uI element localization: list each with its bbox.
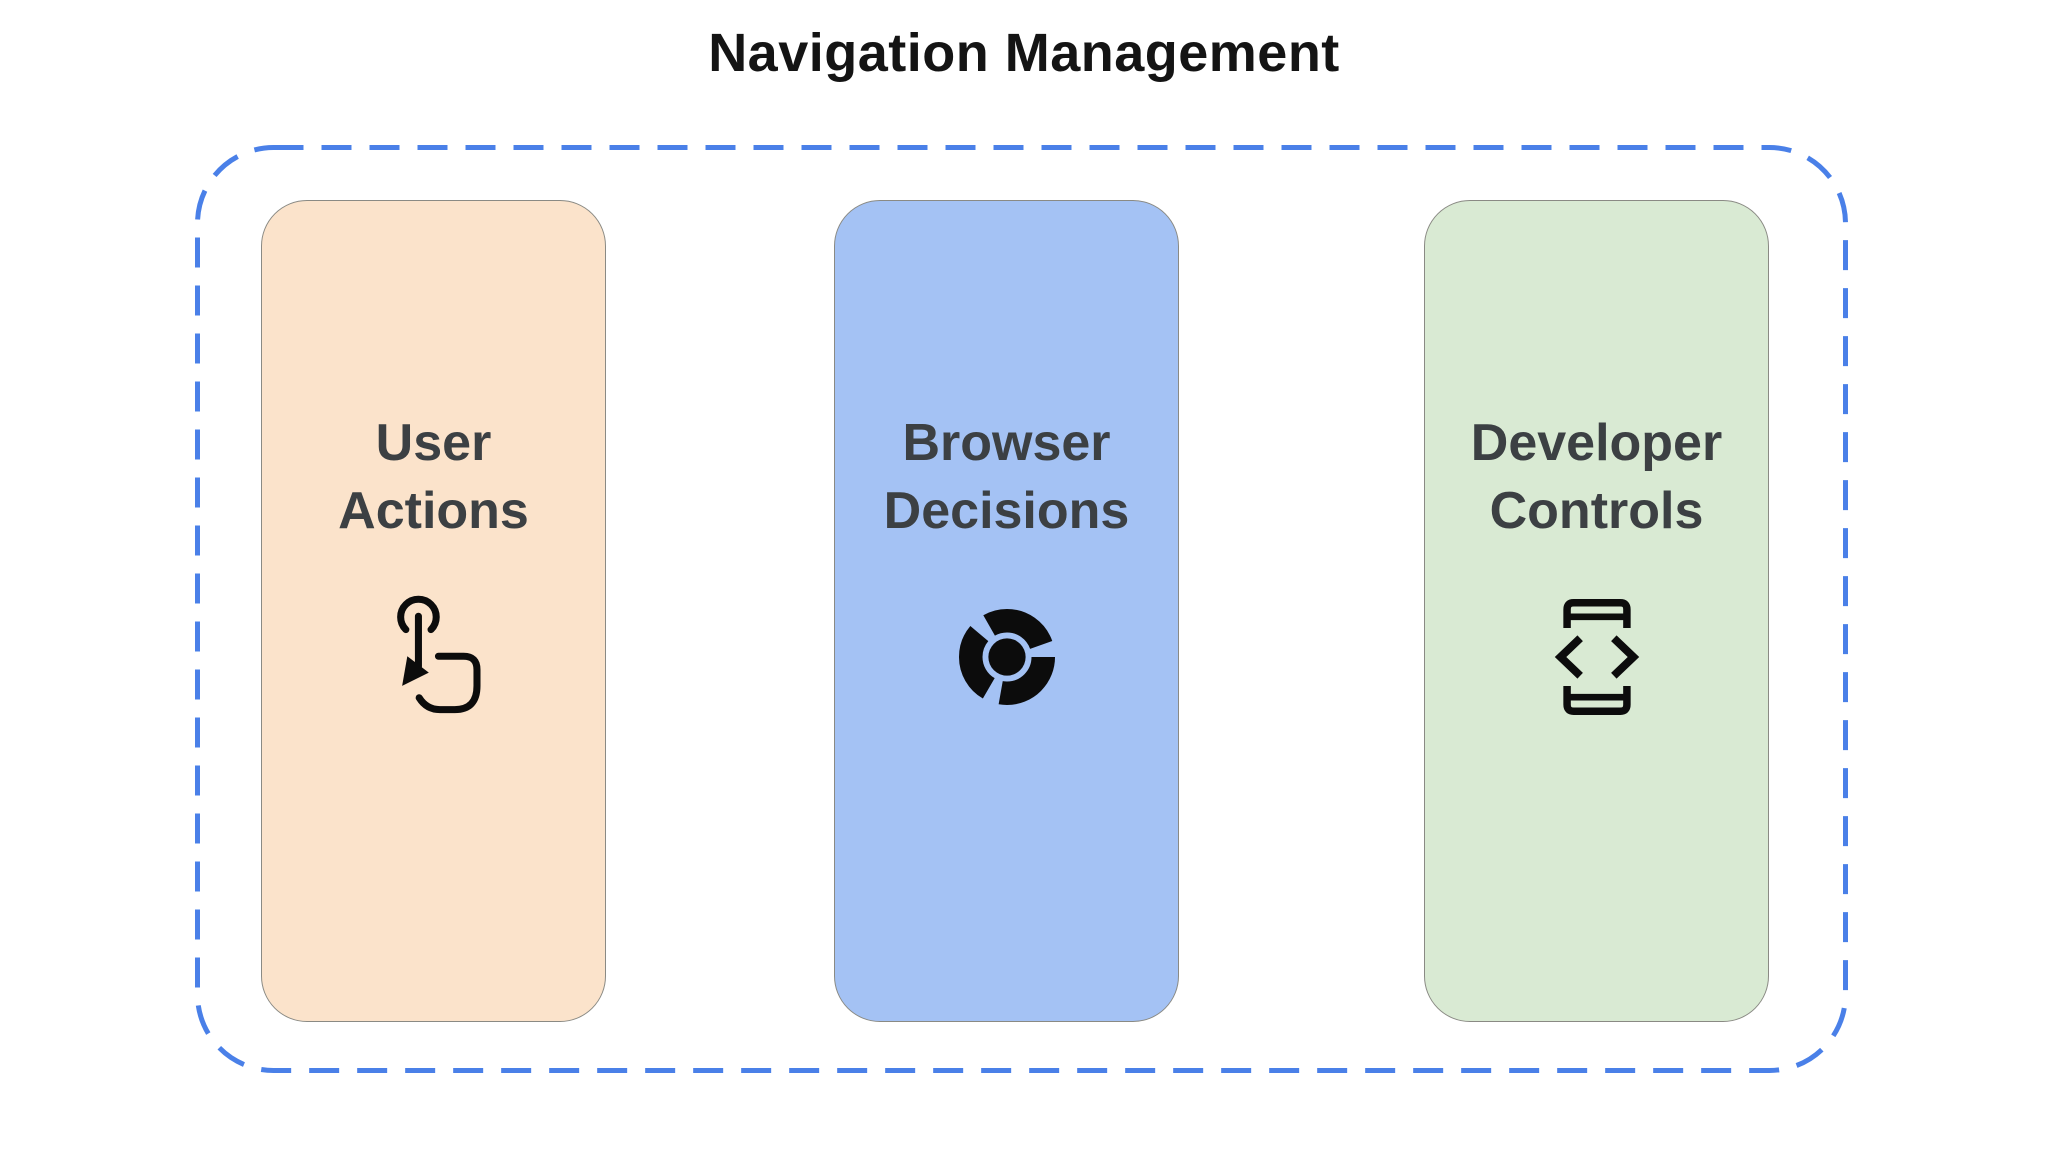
developer-mode-icon <box>1554 591 1640 723</box>
tap-gesture-icon <box>382 591 486 723</box>
dashed-border <box>195 145 1848 1073</box>
card-developer-controls: Developer Controls <box>1424 200 1769 1022</box>
card-label: Developer Controls <box>1470 414 1723 541</box>
card-label: Browser Decisions <box>883 414 1130 541</box>
page-title: Navigation Management <box>708 23 1340 83</box>
diagram-container: User Actions Browser Decisions <box>195 145 1848 1073</box>
card-user-actions: User Actions <box>261 200 606 1022</box>
chrome-browser-icon <box>958 591 1056 723</box>
card-label: User Actions <box>338 414 529 541</box>
card-browser-decisions: Browser Decisions <box>834 200 1179 1022</box>
